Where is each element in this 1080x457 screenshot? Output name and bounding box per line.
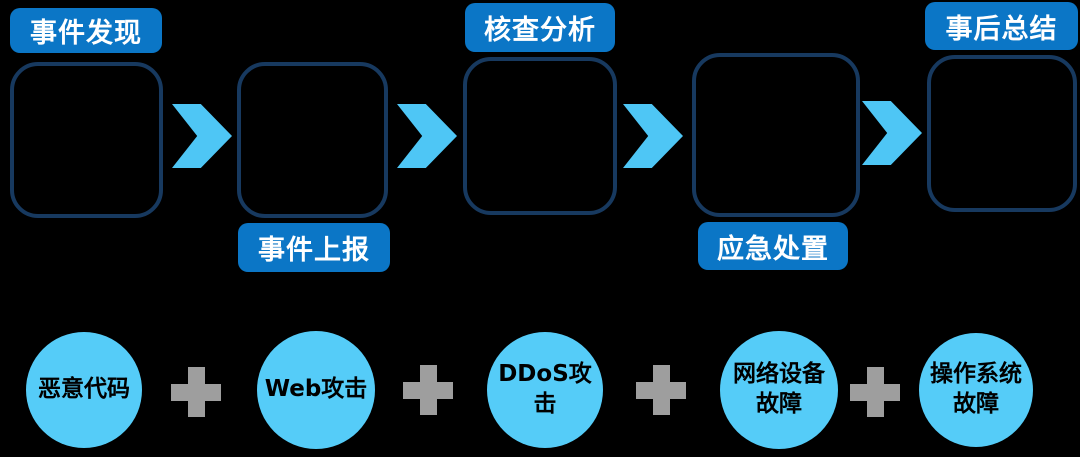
stage-label-badge-1: 事件发现 [10,8,162,53]
stage-box-5 [927,55,1077,212]
stage-label-badge-3: 核查分析 [465,3,615,52]
stage-box-2 [237,62,388,218]
plus-icon [403,365,453,415]
incident-type-circle-1: 恶意代码 [26,332,142,448]
stage-label: 核查分析 [484,15,596,46]
incident-type-circle-5: 操作系统 故障 [919,333,1033,447]
plus-icon [171,367,221,417]
chevron-right-icon [172,104,232,168]
incident-type-circle-3: DDoS攻击 [487,332,603,448]
stage-box-3 [463,57,617,215]
plus-icon [636,365,686,415]
stage-label-badge-2: 事件上报 [238,223,390,272]
chevron-right-icon [862,101,922,165]
stage-label-badge-4: 应急处置 [698,222,848,270]
plus-icon [850,367,900,417]
stage-label: 事件上报 [258,235,370,266]
stage-box-1 [10,62,163,218]
stage-label: 事后总结 [945,13,1058,45]
incident-type-label: 操作系统 故障 [930,361,1022,417]
incident-type-label: Web攻击 [264,376,368,403]
incident-type-label: 恶意代码 [38,376,130,403]
stage-label-badge-5: 事后总结 [925,2,1078,50]
chevron-right-icon [397,104,457,168]
stage-label: 应急处置 [717,233,829,265]
incident-type-label: DDoS攻击 [498,361,592,417]
stage-box-4 [692,53,860,217]
stage-label: 事件发现 [30,18,142,49]
incident-type-label: 网络设备 故障 [733,361,825,417]
incident-type-circle-2: Web攻击 [257,331,375,449]
incident-type-circle-4: 网络设备 故障 [720,331,838,449]
chevron-right-icon [623,104,683,168]
